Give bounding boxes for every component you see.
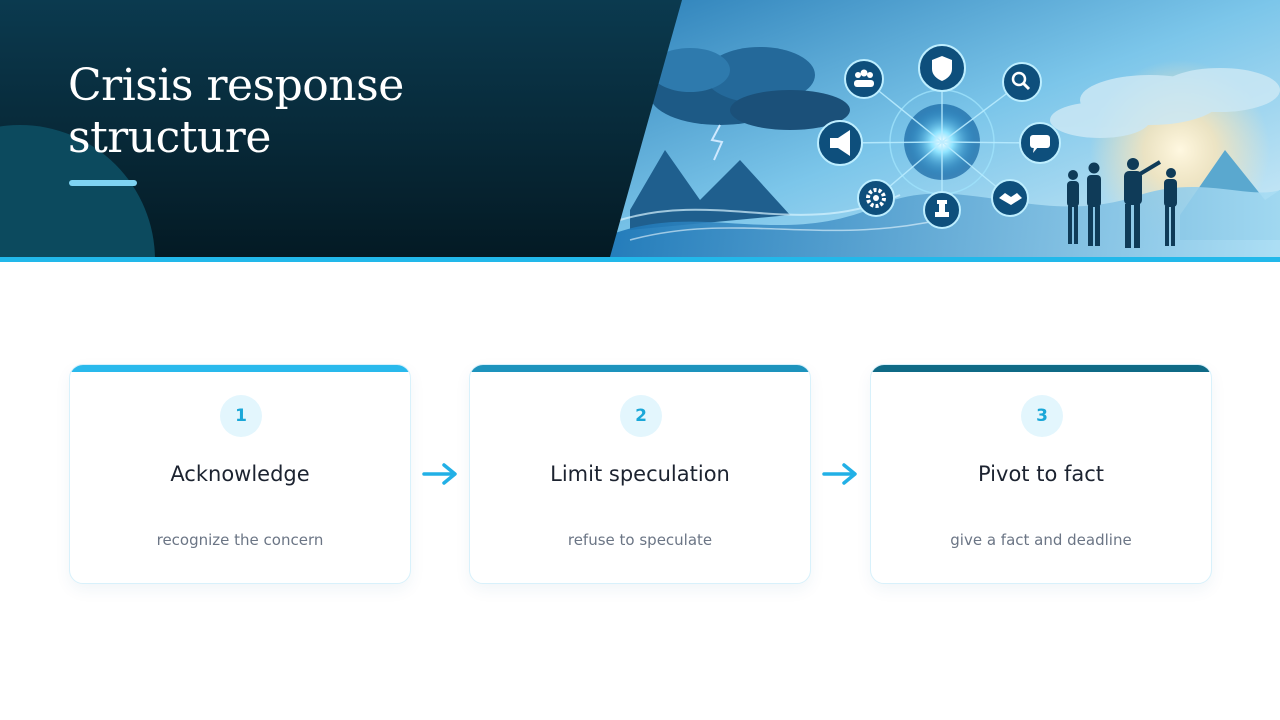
chat-icon bbox=[1019, 122, 1061, 164]
megaphone-icon bbox=[817, 120, 863, 166]
header-banner: Crisis response structure bbox=[0, 0, 1280, 257]
step-description: refuse to speculate bbox=[567, 531, 713, 549]
step-title: Pivot to fact bbox=[977, 462, 1105, 486]
search-icon bbox=[1002, 62, 1042, 102]
step-number-badge: 1 bbox=[220, 395, 262, 437]
card-accent-bar bbox=[470, 365, 810, 372]
chess-piece-icon bbox=[923, 191, 961, 229]
card-accent-bar bbox=[70, 365, 410, 372]
step-title: Acknowledge bbox=[170, 462, 310, 486]
step-card-2: 2 Limit speculation refuse to speculate bbox=[469, 364, 811, 584]
step-number-badge: 3 bbox=[1021, 395, 1063, 437]
network-hub bbox=[839, 68, 1041, 210]
header-illustration bbox=[0, 0, 1280, 257]
title-line-2: structure bbox=[68, 112, 271, 163]
step-card-3: 3 Pivot to fact give a fact and deadline bbox=[870, 364, 1212, 584]
step-title: Limit speculation bbox=[550, 462, 730, 486]
gear-icon bbox=[857, 179, 895, 217]
header-divider bbox=[0, 257, 1280, 262]
step-number-badge: 2 bbox=[620, 395, 662, 437]
page-title: Crisis response structure bbox=[68, 60, 488, 164]
dark-title-panel bbox=[0, 0, 682, 257]
step-description: recognize the concern bbox=[156, 531, 324, 549]
team-icon bbox=[844, 59, 884, 99]
card-accent-bar bbox=[871, 365, 1211, 372]
arrow-right-icon bbox=[822, 463, 857, 485]
step-description: give a fact and deadline bbox=[950, 531, 1132, 549]
shield-icon bbox=[918, 44, 966, 92]
storm-clouds bbox=[650, 47, 850, 161]
teal-arc-decoration bbox=[0, 125, 155, 257]
light-clouds bbox=[1050, 68, 1280, 138]
arrow-right-icon bbox=[422, 463, 457, 485]
handshake-icon bbox=[991, 179, 1029, 217]
title-line-1: Crisis response bbox=[68, 60, 404, 111]
people-silhouettes bbox=[1067, 158, 1177, 248]
step-card-1: 1 Acknowledge recognize the concern bbox=[69, 364, 411, 584]
title-underline bbox=[69, 180, 137, 186]
